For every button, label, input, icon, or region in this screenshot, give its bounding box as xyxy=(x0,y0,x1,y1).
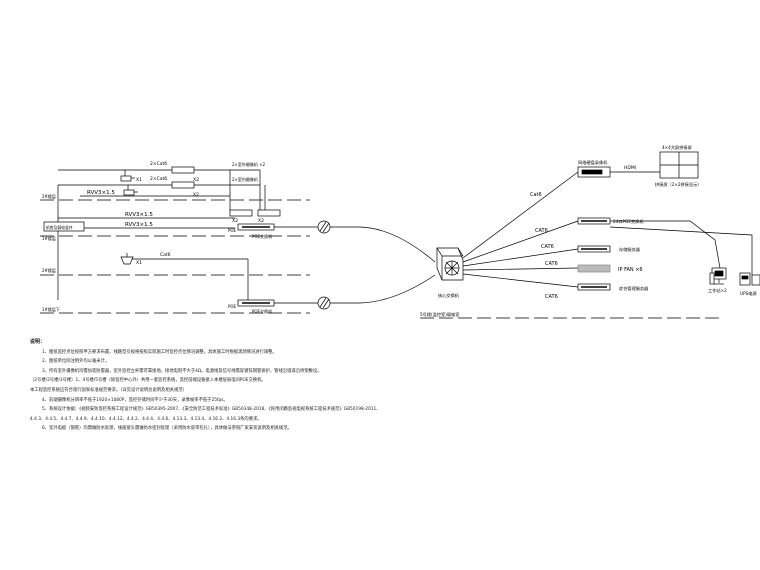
link-ipfan xyxy=(462,267,579,271)
ups-icon xyxy=(739,272,760,286)
label-cat6-r3: CAT6 xyxy=(545,261,558,267)
label-hdmi: HDMI xyxy=(624,165,636,171)
link-24port xyxy=(462,220,579,263)
note-line-1: 1、图纸监控点位按照甲方要求布置，线路型号规格按照实际施工时监控点位情况调整，具… xyxy=(42,349,277,355)
label-rvv-3: RVV3×1.5 xyxy=(125,222,153,228)
notes-title: 说明： xyxy=(30,339,46,345)
device-box-2 xyxy=(171,181,195,189)
device-box-4 xyxy=(257,209,281,217)
note-line-4: （2号楼/2号楼/3号楼）1、4号楼/5号楼（除监控中心外）共用一套监控系统，监… xyxy=(30,378,266,384)
trunk-upper xyxy=(274,226,436,263)
note-line-7: 5、系统设计依据：《视频安防监控系统工程设计规范》GB50395-2007、《安… xyxy=(42,407,381,413)
label-cat6-top: Cat6 xyxy=(530,192,542,198)
note-line-9: 6、室外电缆（钢管）均需做防水处理，线缆接头需做防水密封处理（采用防水胶带包扎）… xyxy=(42,426,292,432)
label-device-1: 2×室外摄像机 ×2 xyxy=(232,161,266,167)
label-fire-box: 机房及弱电竖井 xyxy=(46,225,73,230)
fiber-break-2 xyxy=(317,296,331,310)
label-ipfan: IP FAN ×6 xyxy=(618,267,643,273)
label-24port: 24口POE交换机 xyxy=(613,218,644,225)
label-rvv-2: RVV3×1.5 xyxy=(125,212,153,218)
label-floor-3: 2#楼层 xyxy=(42,267,56,273)
label-nvr: 网络硬盘录像机 xyxy=(578,159,608,166)
fire-box xyxy=(43,221,85,232)
link-workstation xyxy=(610,220,721,269)
label-device-2: 2×室内摄像机 xyxy=(232,176,258,182)
link-mgmt xyxy=(462,273,579,288)
label-cat6-b: 2×Cat6 xyxy=(150,176,167,182)
label-x1-a: X1 xyxy=(136,177,142,183)
label-cat6-r2: CAT6 xyxy=(541,244,554,250)
label-cat6-r4: CAT6 xyxy=(545,294,558,300)
label-cat6-c: Cat6 xyxy=(160,252,171,258)
device-box-3 xyxy=(229,209,253,217)
note-line-5: 本工程监控系统应符合现行国家标准规范要求。（详见设计说明总说明及相关规范） xyxy=(30,387,187,393)
label-poe-a: POE xyxy=(228,228,237,233)
ipfan-box xyxy=(577,264,611,273)
core-switch-icon xyxy=(436,247,464,281)
trunk-lower xyxy=(274,274,436,304)
camera-icon-3 xyxy=(120,253,134,265)
label-x2-b: X2 xyxy=(193,192,199,198)
label-workstation: 工作站×2 xyxy=(708,287,727,294)
fiber-break-1-b xyxy=(322,222,330,233)
note-line-8: 4.4.3、4.4.5、4.4.7、4.4.9、4.4.10、4.4.12、4.… xyxy=(30,416,262,422)
camera-icon-2 xyxy=(123,189,138,196)
label-x1-b: X1 xyxy=(136,260,142,266)
device-box-1 xyxy=(171,166,195,174)
fiber-break-2-b xyxy=(322,298,330,309)
label-switch-2: POE交换机 xyxy=(252,308,272,314)
link-nvr xyxy=(462,171,579,259)
label-x2-c: X2 xyxy=(232,218,238,224)
label-mgmt: 综合管理服务器 xyxy=(619,285,649,292)
label-poe-b: POE xyxy=(228,304,237,309)
link-storage xyxy=(462,248,579,267)
label-floor-2: 1#楼层 xyxy=(42,235,56,241)
label-core-switch: 核心交换机 xyxy=(438,292,460,299)
label-floor-1: 2#楼层 xyxy=(42,193,56,199)
label-wall-caption: 拼接屏（2×2拼接显示） xyxy=(655,181,702,188)
nvr-front xyxy=(581,169,603,175)
fiber-break-1 xyxy=(317,220,331,234)
link-ups xyxy=(609,226,753,275)
label-x2-a: X2 xyxy=(193,177,199,183)
label-switch-1: POE交换机 xyxy=(252,233,272,239)
label-cat6-r1: CAT6 xyxy=(535,228,548,234)
fiber-break-2-a xyxy=(319,297,327,308)
label-rvv-1: RVV3×1.5 xyxy=(87,190,115,196)
note-line-2: 2、图纸单位除注明外均以毫米计。 xyxy=(42,359,110,365)
fiber-break-1-a xyxy=(319,221,327,232)
label-wall-title: 4×4大屏拼接屏 xyxy=(662,144,692,151)
label-cat6-a: 2×Cat6 xyxy=(150,161,167,167)
note-line-3: 3、所有室外摄像机均需加装防雷器，室外监控立杆需可靠接地，接地电阻不大于4Ω。电… xyxy=(42,368,322,374)
label-ups: UPS电源 xyxy=(740,290,757,297)
notes-section: 说明： 1、图纸监控点位按照甲方要求布置，线路型号规格按照实际施工时监控点位情况… xyxy=(30,338,445,434)
camera-icon-1 xyxy=(120,175,135,182)
label-x2-d: X2 xyxy=(258,218,264,224)
workstation-icon xyxy=(709,267,727,285)
label-building: 5号楼(监控室)弱电室 xyxy=(420,311,459,318)
label-storage: 存储服务器 xyxy=(619,246,641,253)
label-floor-4: 1#楼层下 xyxy=(42,306,60,312)
note-line-6: 4、前端摄像机分辨率不低于1920×1080P，监控存储时间不少于30天，录像帧… xyxy=(42,397,228,403)
